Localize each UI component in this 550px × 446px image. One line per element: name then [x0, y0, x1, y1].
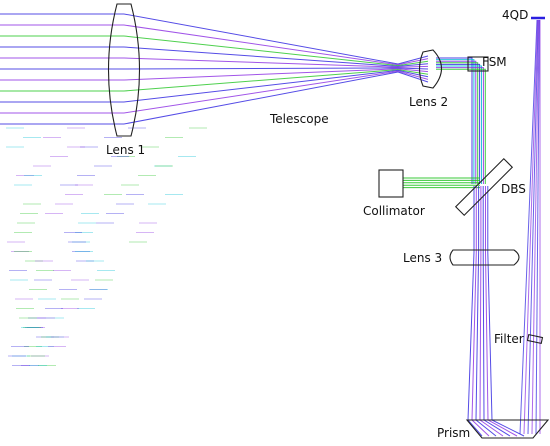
fsm-mirror — [467, 56, 489, 72]
diverging-ray — [397, 68, 429, 73]
lens-2-label: Lens 2 — [409, 95, 448, 109]
telescope-label: Telescope — [269, 112, 329, 126]
transmitted-ray — [479, 186, 504, 437]
lens-2-element — [418, 49, 443, 89]
return-ray — [527, 19, 539, 435]
diverging-ray — [397, 55, 429, 65]
return-ray — [535, 19, 540, 435]
transmitted-ray — [487, 186, 525, 437]
converging-ray — [123, 46, 399, 67]
diverging-ray — [397, 60, 429, 67]
transmitted-ray — [467, 186, 483, 437]
return-ray — [523, 19, 539, 435]
prism-element — [465, 419, 550, 439]
converging-ray — [123, 69, 399, 103]
return-ray — [519, 19, 538, 435]
lens-3-element — [449, 249, 520, 266]
ray-bundle — [0, 13, 541, 437]
folded-ray — [436, 68, 486, 184]
diverging-ray — [397, 71, 429, 83]
transmitted-ray — [485, 186, 518, 437]
4qd-label: 4QD — [502, 8, 528, 22]
folded-ray — [436, 60, 477, 184]
converging-ray — [123, 67, 399, 70]
diverging-ray — [397, 70, 429, 80]
converging-ray — [123, 71, 399, 125]
lens-1-element — [107, 3, 141, 137]
folded-ray — [436, 65, 482, 184]
diverging-ray — [397, 69, 429, 75]
folded-ray — [436, 63, 481, 184]
diverging-ray — [397, 69, 429, 78]
converging-ray — [123, 35, 399, 67]
dbs-element — [454, 157, 514, 217]
filter-label: Filter — [494, 332, 524, 346]
converging-ray — [123, 68, 399, 81]
transmitted-ray — [475, 186, 497, 437]
folded-ray — [436, 57, 473, 184]
folded-ray — [436, 67, 484, 184]
prism-label: Prism — [437, 426, 470, 440]
lens-1-label: Lens 1 — [106, 143, 145, 157]
collimator-box — [378, 169, 404, 198]
transmitted-ray — [471, 186, 490, 437]
transmitted-ray — [482, 186, 511, 437]
converging-ray — [123, 57, 399, 68]
converging-ray — [123, 70, 399, 114]
dbs-label: DBS — [501, 182, 526, 196]
diverging-ray — [397, 63, 429, 67]
fsm-label: FSM — [482, 55, 507, 69]
filter-element — [526, 333, 544, 345]
folded-ray — [436, 59, 475, 184]
collimator-label: Collimator — [363, 204, 425, 218]
lens-3-label: Lens 3 — [403, 251, 442, 265]
folded-ray — [436, 62, 479, 184]
converging-ray — [123, 13, 399, 65]
diverging-ray — [397, 67, 429, 70]
return-ray — [531, 19, 540, 435]
diverging-ray — [397, 58, 429, 66]
converging-ray — [123, 24, 399, 66]
diverging-ray — [397, 65, 429, 68]
converging-ray — [123, 69, 399, 92]
